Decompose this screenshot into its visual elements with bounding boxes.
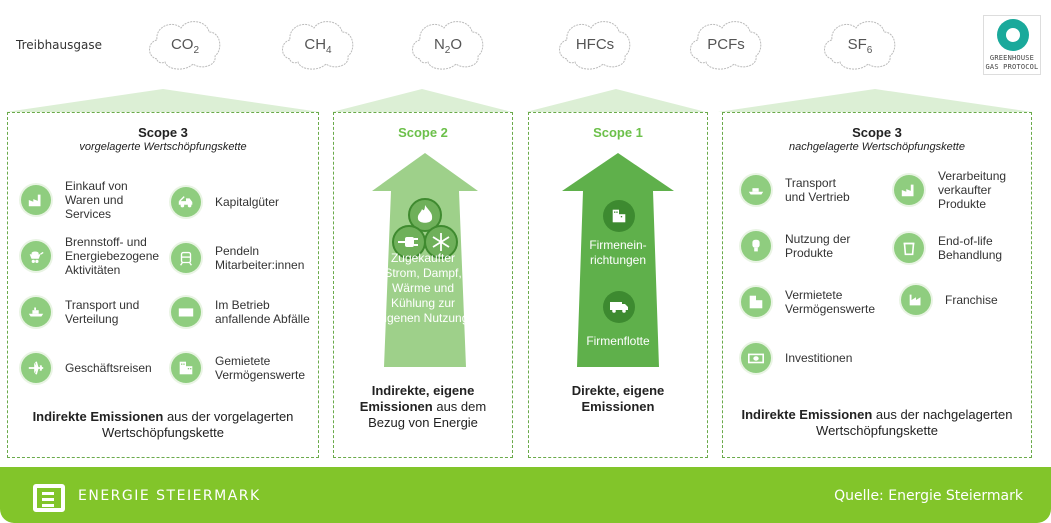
gas-label: CO2	[170, 36, 200, 56]
brand-name: ENERGIE STEIERMARK	[78, 488, 261, 504]
scope1-panel: Scope 1 Firmenein- richtungen Firmenflot…	[528, 112, 708, 458]
scope3-upstream-subtitle: vorgelagerte Wertschöpfungskette	[79, 141, 247, 153]
ship-icon	[21, 297, 51, 327]
airplane-icon	[21, 353, 51, 383]
buildings-icon	[603, 200, 635, 232]
lightbulb-icon	[741, 231, 771, 261]
tow-truck-icon	[171, 187, 201, 217]
gas-label: N2O	[433, 36, 463, 56]
banknote-icon	[741, 343, 771, 373]
fire-icon	[417, 205, 433, 223]
ghg-protocol-logo: GREENHOUSE GAS PROTOCOL	[983, 15, 1041, 75]
greenhouse-gases-label: Treibhausgase	[16, 38, 102, 52]
plug-icon	[398, 237, 418, 247]
list-item: Nutzung der Produkte	[741, 231, 850, 261]
list-item: Kapitalgüter	[171, 187, 279, 217]
cloud-icon	[282, 21, 354, 70]
list-item: Investitionen	[741, 343, 852, 373]
scope1-item-facilities: Firmenein- richtungen	[589, 238, 647, 267]
snowflake-icon	[432, 233, 450, 251]
gas-cloud-sf6: SF6	[820, 14, 900, 74]
list-item: Transport und Vertrieb	[741, 175, 850, 205]
cloud-icon	[412, 21, 484, 70]
footer-bar: ENERGIE STEIERMARK Quelle: Energie Steie…	[0, 467, 1051, 523]
list-item: Vermietete Vermögenswerte	[741, 287, 875, 317]
list-item: Einkauf von Waren und Services	[21, 179, 128, 221]
scope3-upstream-panel: Scope 3 vorgelagerte Wertschöpfungskette…	[7, 112, 319, 458]
list-item: Pendeln Mitarbeiter:innen	[171, 243, 304, 273]
gas-cloud-n2o: N2O	[408, 14, 488, 74]
gas-label: HFCs	[575, 36, 615, 53]
source-note: Quelle: Energie Steiermark	[834, 488, 1023, 504]
energy-icons-cluster	[392, 198, 458, 259]
scope3-downstream-summary: Indirekte Emissionen aus der nachgelager…	[741, 407, 1013, 438]
cloud-icon	[559, 21, 631, 70]
roof-scope3-down	[718, 89, 1032, 112]
roof-scope3-up	[6, 89, 320, 112]
list-item: Im Betrieb anfallende Abfälle	[171, 297, 310, 327]
scope3-upstream-summary: Indirekte Emissionen aus der vorgelagert…	[32, 409, 294, 440]
list-item: Franchise	[901, 285, 998, 315]
list-item: Gemietete Vermögenswerte	[171, 353, 305, 383]
list-item: End-of-life Behandlung	[894, 233, 1002, 263]
scope2-arrow-text: Zugekaufter Strom, Dampf, Wärme und Kühl…	[377, 251, 469, 325]
factory-icon	[21, 185, 51, 215]
scope1-summary: Direkte, eigene Emissionen	[571, 383, 665, 414]
list-item: Verarbeitung verkaufter Produkte	[894, 169, 1006, 211]
ghg-ring-icon	[997, 19, 1029, 51]
list-item: Transport und Verteilung	[21, 297, 139, 327]
gas-label: CH4	[304, 36, 332, 56]
gas-label: PCFs	[707, 36, 745, 53]
truck-icon	[603, 291, 635, 323]
scope2-arrow	[372, 153, 478, 367]
energie-steiermark-logo-icon	[33, 484, 65, 512]
scope3-downstream-title: Scope 3	[852, 125, 902, 140]
factory-icon	[894, 175, 924, 205]
scope2-panel: Scope 2 Zugekaufter Strom, Dampf, Wärme …	[333, 112, 513, 458]
gas-cloud-ch4: CH4	[278, 14, 358, 74]
scope1-item-fleet: Firmenflotte	[586, 334, 650, 348]
ship-icon	[741, 175, 771, 205]
ghg-logo-line1: GREENHOUSE	[989, 54, 1035, 62]
list-item: Geschäftsreisen	[21, 353, 152, 383]
roof-scope2	[332, 89, 512, 112]
roof-scope1	[526, 89, 706, 112]
buildings-icon	[741, 287, 771, 317]
list-item: Brennstoff- und Energiebezogene Aktivitä…	[21, 235, 159, 277]
cloud-icon	[149, 21, 221, 70]
waste-container-icon	[171, 297, 201, 327]
factory-icon	[901, 285, 931, 315]
scope2-summary: Indirekte, eigene Emissionen aus dem Bez…	[359, 383, 487, 430]
cloud-icon	[824, 21, 896, 70]
scope3-upstream-title: Scope 3	[138, 125, 188, 140]
gas-cloud-hfcs: HFCs	[555, 14, 635, 74]
scope3-downstream-subtitle: nachgelagerte Wertschöpfungskette	[789, 141, 965, 153]
recycle-bin-icon	[894, 233, 924, 263]
ghg-logo-line2: GAS PROTOCOL	[985, 63, 1039, 71]
scope2-title: Scope 2	[398, 125, 448, 140]
gas-cloud-co2: CO2	[145, 14, 225, 74]
scope3-downstream-panel: Scope 3 nachgelagerte Wertschöpfungskett…	[722, 112, 1032, 458]
scope1-title: Scope 1	[593, 125, 643, 140]
tram-icon	[171, 243, 201, 273]
scope1-arrow	[562, 153, 674, 367]
wheelbarrow-icon	[21, 241, 51, 271]
cloud-icon	[690, 21, 762, 70]
buildings-icon	[171, 353, 201, 383]
gas-cloud-pcfs: PCFs	[686, 14, 766, 74]
gas-label: SF6	[847, 36, 873, 56]
